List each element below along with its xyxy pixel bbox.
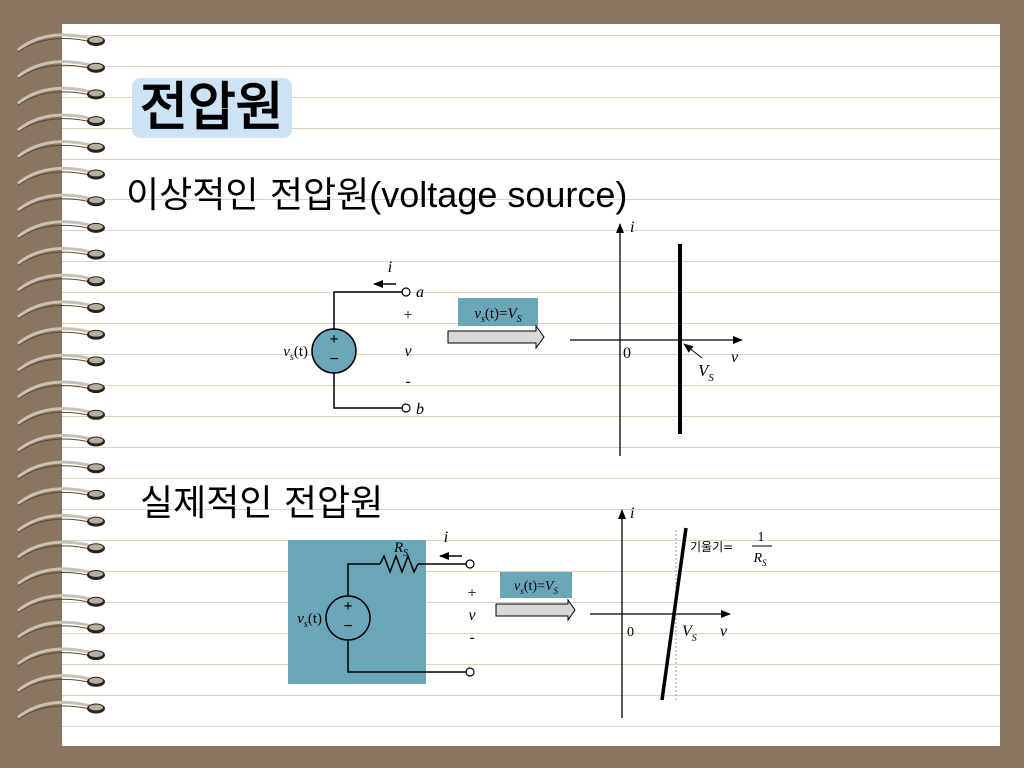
real-voltage-source-symbol: [325, 595, 371, 641]
real-terminal-top: [465, 559, 475, 569]
spiral-ring: [17, 327, 105, 347]
slope-denominator: RS: [752, 551, 767, 568]
spiral-ring: [17, 193, 105, 213]
real-circuit: + − RS i + v - vs(t): [288, 529, 477, 684]
source-name: vs(t): [283, 344, 308, 363]
ideal-x-label: v: [731, 349, 739, 366]
spiral-ring: [17, 273, 105, 293]
spiral-binding: [17, 33, 105, 720]
real-terminal-bottom: [465, 667, 475, 677]
voltage-minus: -: [405, 373, 410, 390]
real-x-label: v: [720, 623, 728, 640]
terminal-b-label: b: [416, 401, 424, 418]
real-equation-arrow: vs(t)=VS: [495, 572, 576, 622]
real-current-label: i: [444, 529, 448, 546]
terminal-a-label: a: [416, 284, 424, 301]
spiral-ring: [17, 674, 105, 694]
ideal-equation-box: [458, 298, 538, 326]
real-iv-graph: i v 0 VS 기울기= 1 RS: [590, 505, 772, 718]
real-equation: vs(t)=VS: [514, 579, 558, 596]
spiral-ring: [17, 407, 105, 427]
vs-pointer: [683, 343, 703, 359]
block-arrow-right: [447, 324, 545, 350]
spiral-ring: [17, 220, 105, 240]
spiral-ring: [17, 460, 105, 480]
real-equation-box: [500, 572, 572, 598]
spiral-ring: [17, 647, 105, 667]
slope-label: 기울기=: [690, 540, 733, 554]
ideal-y-label: i: [630, 219, 634, 236]
real-voltage-plus: +: [467, 585, 476, 602]
real-source-minus: −: [343, 618, 352, 635]
real-iv-line: [660, 527, 688, 701]
spiral-ring: [17, 433, 105, 453]
slope-numerator: 1: [758, 530, 765, 545]
spiral-ring: [17, 540, 105, 560]
voltage-plus: +: [403, 307, 412, 324]
real-origin-label: 0: [627, 625, 634, 640]
real-voltage-minus: -: [469, 629, 474, 646]
section-ideal-english: (voltage source): [369, 174, 628, 215]
real-block-arrow-right: [495, 598, 576, 622]
section-real-heading: 실제적인 전압원: [140, 483, 384, 524]
spiral-ring: [17, 700, 105, 720]
notebook-paper: [62, 24, 1000, 746]
terminal-a-node: [401, 287, 411, 297]
source-minus: −: [329, 351, 338, 368]
slide-title: 전압원: [132, 78, 292, 138]
real-voltage-label: v: [468, 607, 476, 624]
ideal-origin-label: 0: [623, 345, 631, 362]
spiral-ring: [17, 300, 105, 320]
spiral-ring: [17, 140, 105, 160]
real-vs-label: VS: [682, 623, 697, 644]
spiral-ring: [17, 60, 105, 80]
voltage-source-symbol: [311, 328, 357, 374]
spiral-ring: [17, 353, 105, 373]
section-ideal-heading: 이상적인 전압원(voltage source): [126, 166, 627, 218]
spiral-ring: [17, 380, 105, 400]
real-source-plus: +: [343, 598, 352, 615]
spiral-ring: [17, 594, 105, 614]
spiral-ring: [17, 513, 105, 534]
current-label: i: [388, 259, 392, 276]
section-ideal-korean: 이상적인 전압원: [126, 175, 370, 216]
ideal-equation-arrow: vs(t)=VS: [447, 298, 545, 350]
resistor-symbol: [379, 553, 419, 575]
terminal-b-node: [401, 403, 411, 413]
real-source-name: vs(t): [297, 611, 322, 630]
spiral-ring: [17, 86, 105, 106]
spiral-ring: [17, 487, 105, 507]
voltage-label: v: [404, 343, 412, 360]
spiral-ring: [17, 166, 105, 186]
real-y-label: i: [630, 505, 634, 522]
spiral-ring: [17, 113, 105, 133]
ideal-circuit: + − i a b + v - vs(t): [283, 259, 424, 418]
source-plus: +: [329, 331, 338, 348]
spiral-ring: [17, 33, 105, 53]
ideal-equation: vs(t)=VS: [474, 306, 521, 325]
resistor-label: RS: [393, 540, 408, 559]
spiral-ring: [17, 246, 105, 267]
spiral-ring: [17, 567, 105, 587]
ideal-iv-graph: i v 0 VS: [570, 219, 743, 456]
ideal-vs-label: VS: [698, 361, 714, 384]
spiral-ring: [17, 620, 105, 640]
